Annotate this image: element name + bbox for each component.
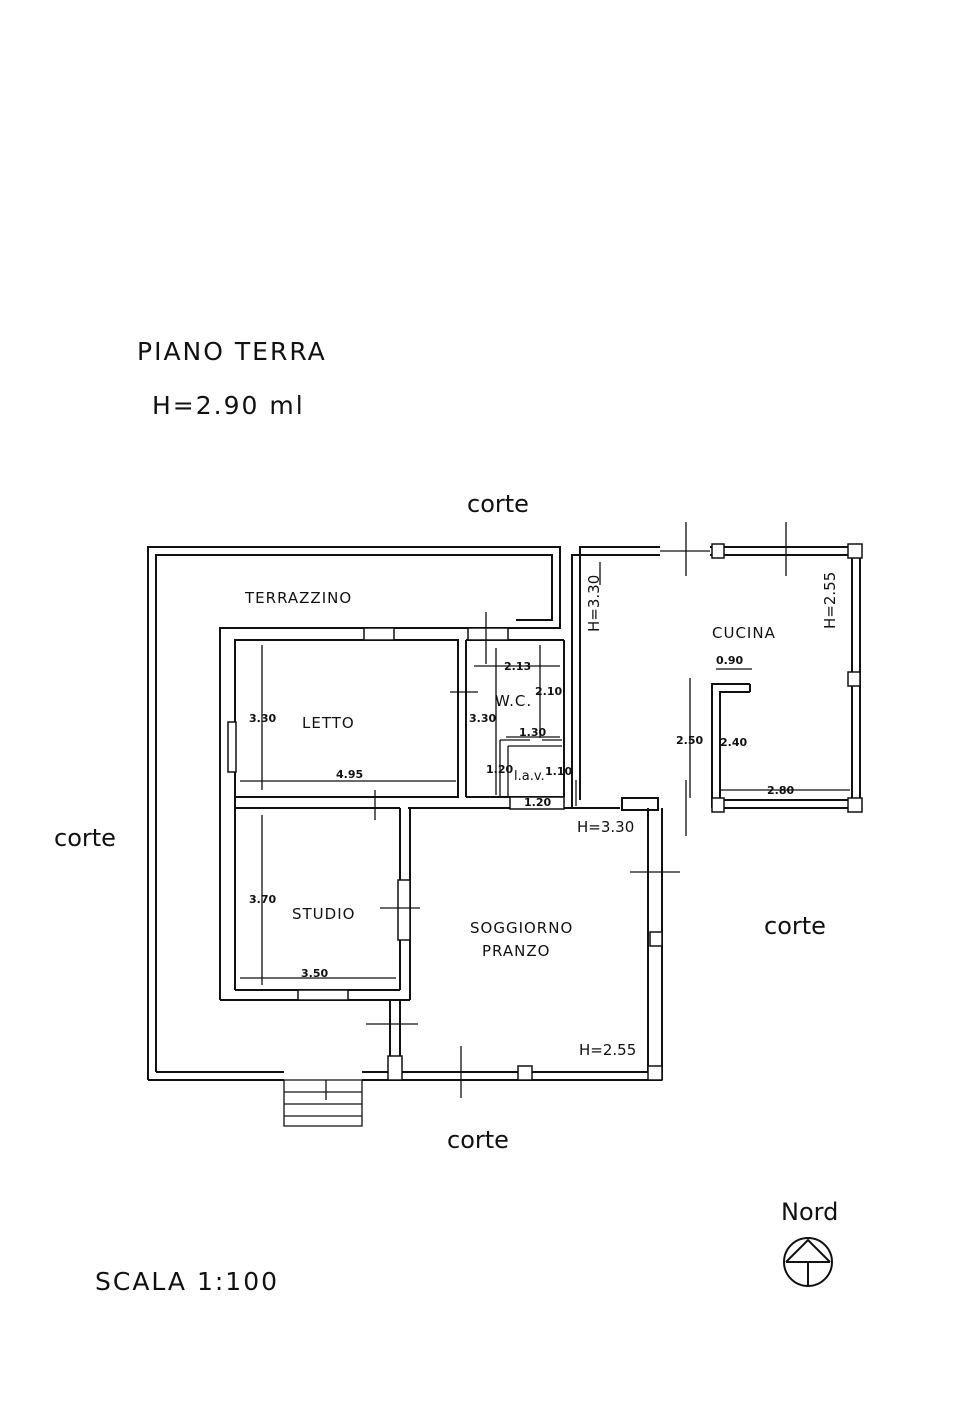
room-studio-label: STUDIO (292, 905, 355, 923)
dim-cucina-left: 2.50 (676, 734, 703, 747)
dim-cucina-bottom: 2.80 (767, 784, 794, 797)
dim-wc-height: 2.10 (535, 685, 562, 698)
height-cucina-east: H=2.55 (821, 572, 839, 629)
entrance-steps (284, 1080, 362, 1126)
scale-label: SCALA 1:100 (95, 1267, 279, 1296)
height-soggiorno-bottom: H=2.55 (579, 1041, 636, 1059)
dim-wc-left: 3.30 (469, 712, 496, 725)
corte-south-label: corte (447, 1126, 509, 1154)
room-cucina-label: CUCINA (712, 624, 776, 642)
dim-lav-width: 1.30 (519, 726, 546, 739)
corte-east-label: corte (764, 912, 826, 940)
room-lav-label: l.a.v. (514, 769, 545, 784)
dim-lav-left: 1.20 (486, 763, 513, 776)
dim-letto-width: 4.95 (336, 768, 363, 781)
ceiling-height: H=2.90 ml (152, 391, 305, 420)
door-marks (366, 522, 786, 1098)
dim-studio-width: 3.50 (301, 967, 328, 980)
height-soggiorno-top: H=3.30 (577, 818, 634, 836)
plan-title: PIANO TERRA (137, 337, 327, 366)
room-wc-label: W.C. (495, 692, 532, 710)
height-cucina-west: H=3.30 (585, 575, 603, 632)
corte-north-label: corte (467, 490, 529, 518)
dimension-lines (240, 562, 850, 985)
room-letto-label: LETTO (302, 714, 355, 732)
room-pranzo-label: PRANZO (482, 942, 550, 960)
windows (228, 544, 862, 1080)
room-terrazzino-label: TERRAZZINO (244, 589, 352, 607)
north-label: Nord (781, 1198, 838, 1226)
dim-cucina-nook: 0.90 (716, 654, 743, 667)
room-soggiorno-label: SOGGIORNO (470, 919, 573, 937)
dim-lav-right: 1.10 (545, 765, 572, 778)
dim-letto-height: 3.30 (249, 712, 276, 725)
dim-cucina-mid: 2.40 (720, 736, 747, 749)
dim-wc-width: 2.13 (504, 660, 531, 673)
corte-west-label: corte (54, 824, 116, 852)
dim-studio-height: 3.70 (249, 893, 276, 906)
north-arrow-icon (784, 1238, 832, 1286)
dim-lav-bottom: 1.20 (524, 796, 551, 809)
